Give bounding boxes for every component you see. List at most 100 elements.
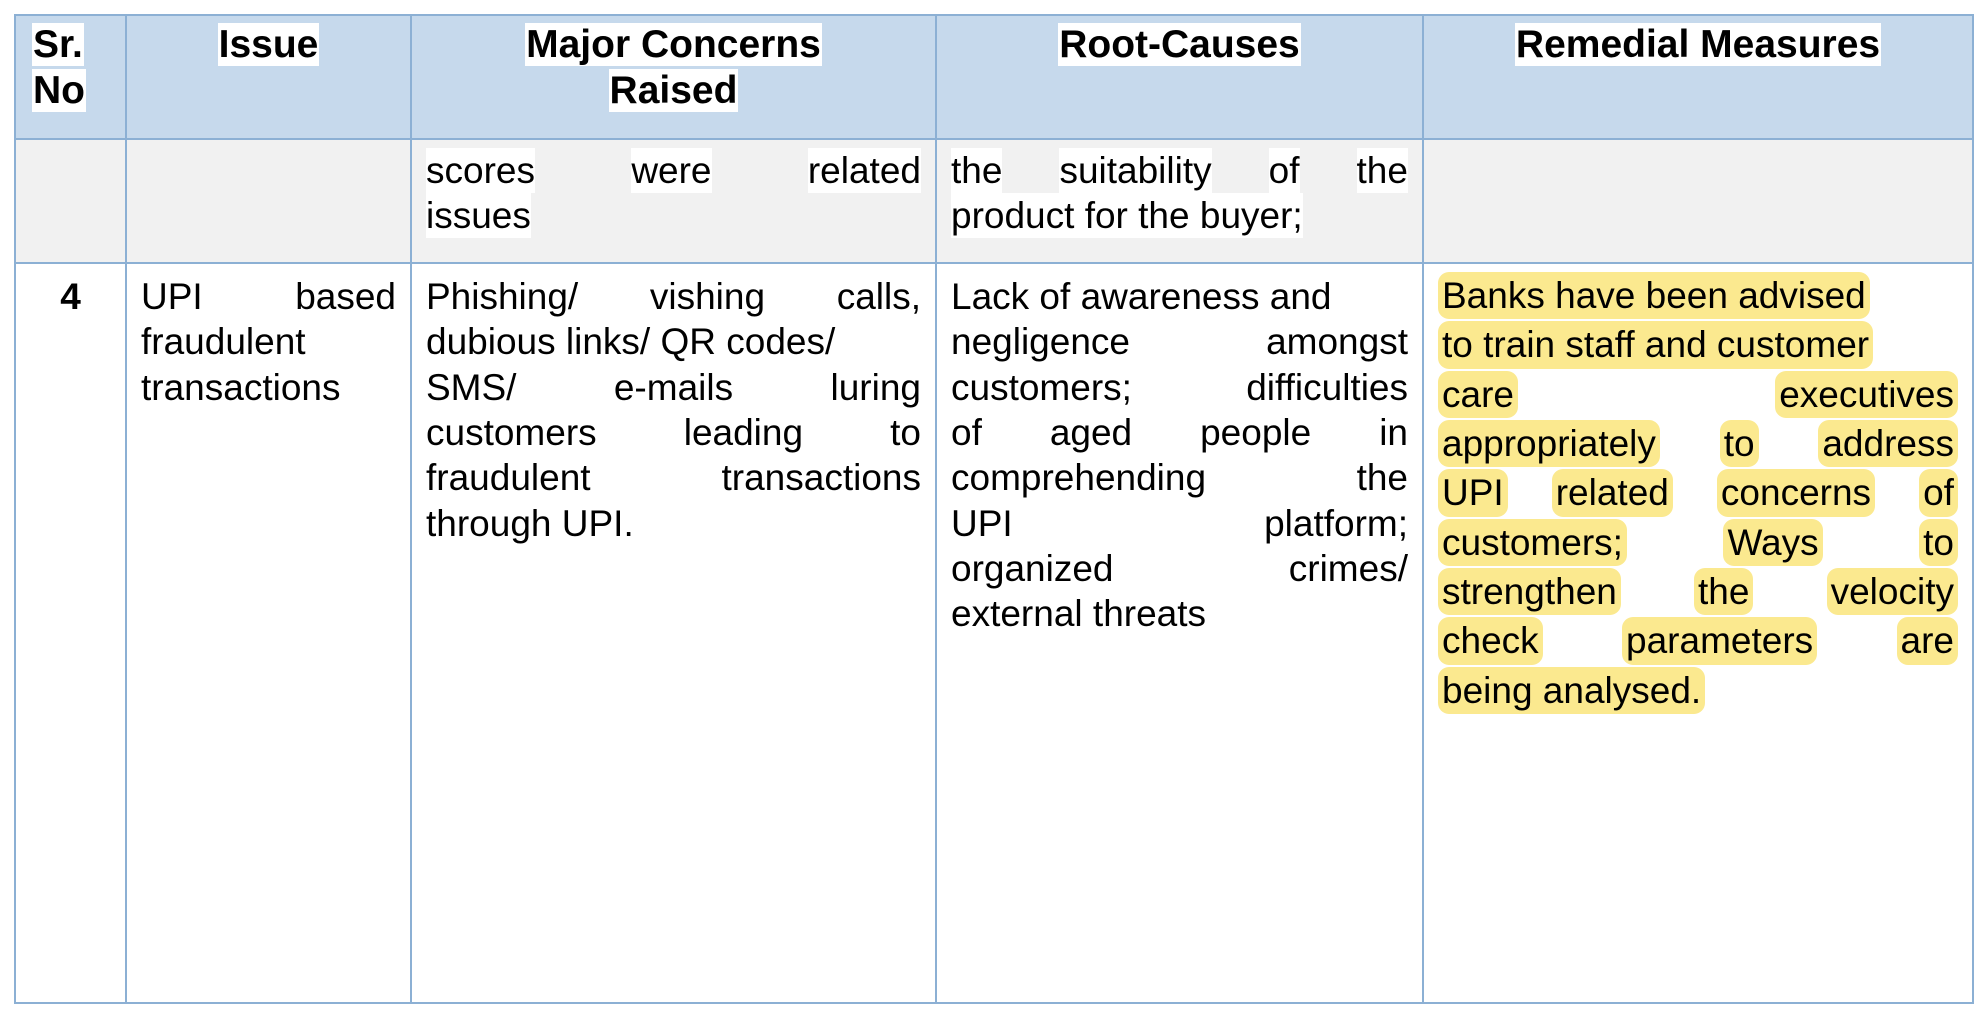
word: the — [951, 148, 1003, 194]
cont-cell-sr-no — [14, 138, 127, 264]
highlighted-text: address — [1818, 419, 1958, 468]
highlighted-text: executives — [1775, 370, 1958, 418]
word: scores — [426, 148, 535, 194]
word: Lack of awareness and — [951, 276, 1332, 317]
cell-major-concerns: Phishing/vishing calls,dubious links/ QR … — [410, 262, 937, 1004]
highlighted-text: Ways — [1723, 518, 1823, 566]
text-line: being analysed. — [1438, 666, 1958, 714]
word: to — [890, 411, 921, 453]
header-cell-remedial-measures: Remedial Measures — [1422, 14, 1974, 140]
highlighted-text: related — [1551, 469, 1673, 517]
text-line: fraudulent — [141, 319, 396, 364]
word: the — [1356, 457, 1408, 499]
highlighted-text: of — [1919, 469, 1958, 517]
highlighted-text: being analysed. — [1438, 666, 1706, 714]
word: in — [1379, 411, 1408, 453]
text-line: customers; Ways to — [1438, 518, 1958, 566]
text-line: of aged people in — [951, 410, 1408, 455]
word: of — [1268, 148, 1300, 194]
text-line: customers;difficulties — [951, 365, 1408, 410]
word: aged — [1049, 411, 1133, 453]
highlighted-text: Banks have been advised — [1438, 272, 1870, 320]
word: calls, — [836, 276, 921, 317]
highlighted-text: to — [1719, 419, 1759, 468]
word: of — [951, 411, 982, 453]
word: fraudulent — [426, 457, 591, 499]
header-concerns-line2: Raised — [608, 69, 739, 113]
header-cell-issue: Issue — [125, 14, 412, 140]
word: organized — [951, 547, 1114, 589]
word: Phishing/ — [426, 276, 579, 317]
highlighted-text: to train staff and customer — [1438, 321, 1874, 369]
text-line: UPI related concerns of — [1438, 469, 1958, 517]
highlighted-text: concerns — [1716, 469, 1876, 517]
header-cell-root-causes: Root-Causes — [935, 14, 1424, 140]
text-line: to train staff and customer — [1438, 321, 1958, 369]
header-cell-sr-no: Sr. No — [14, 14, 127, 140]
highlighted-text: are — [1896, 617, 1958, 665]
highlighted-text: customers; — [1438, 518, 1627, 566]
word: crimes/ — [1288, 547, 1408, 589]
word: transactions — [141, 366, 341, 408]
word: UPI — [951, 502, 1013, 544]
header-sr-no-line1: Sr. — [32, 23, 84, 66]
text-line: Banks have been advised — [1438, 272, 1958, 320]
word: based — [295, 276, 396, 317]
issues-table: Sr. No Issue Major Concerns Raised Root-… — [14, 14, 1974, 1004]
highlighted-text: parameters — [1622, 617, 1818, 665]
word: UPI — [141, 276, 203, 317]
word: platform; — [1264, 502, 1408, 544]
text-line: organized crimes/ — [951, 546, 1408, 591]
word: vishing — [649, 276, 766, 317]
text-line: product for the buyer; — [951, 193, 1408, 239]
highlighted-text: to — [1919, 518, 1958, 566]
word: through UPI. — [426, 502, 634, 544]
word: the — [1356, 148, 1408, 194]
header-cell-major-concerns: Major Concerns Raised — [410, 14, 937, 140]
highlighted-text: UPI — [1438, 469, 1508, 517]
cont-cell-issue — [125, 138, 412, 264]
header-concerns-line1: Major Concerns — [525, 23, 822, 66]
cell-sr-no: 4 — [14, 262, 127, 1004]
word: dubious links/ QR codes/ — [426, 321, 836, 363]
word: customers — [426, 411, 597, 453]
word: were — [631, 148, 712, 194]
word: customers; — [951, 366, 1132, 408]
text-line: transactions — [141, 365, 396, 410]
text-line: appropriately to address — [1438, 419, 1958, 468]
text-line: UPI based — [141, 274, 396, 319]
word: e-mails — [613, 366, 734, 408]
word: people — [1200, 411, 1312, 453]
text-line: external threats — [951, 591, 1408, 636]
highlighted-text: appropriately — [1438, 419, 1660, 468]
word: negligence — [951, 321, 1130, 363]
header-remedial-label: Remedial Measures — [1514, 23, 1882, 66]
highlighted-text: check — [1438, 617, 1543, 665]
highlighted-text: the — [1694, 567, 1754, 616]
word: issues — [426, 193, 531, 239]
row-concerns-text: Phishing/vishing calls,dubious links/ QR … — [412, 264, 935, 546]
header-issue-label: Issue — [217, 23, 320, 66]
word: amongst — [1266, 321, 1408, 363]
highlighted-text: velocity — [1826, 567, 1958, 616]
table-header-row: Sr. No Issue Major Concerns Raised Root-… — [14, 14, 1974, 140]
word: SMS/ — [426, 366, 517, 408]
